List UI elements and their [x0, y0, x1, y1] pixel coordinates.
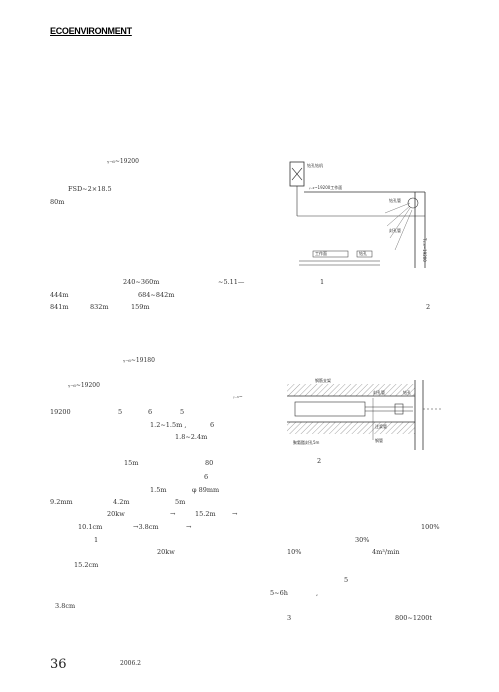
figure-caption-top: 2 [426, 303, 431, 311]
fig2-label-e: 钢管 [375, 437, 383, 443]
fig1-label-a: 钻孔钻机 [307, 162, 323, 168]
fig1-label-g: T₁₋₆~19200 [422, 237, 427, 262]
text-line: → [186, 523, 192, 531]
text-line: 1 [94, 536, 99, 544]
fig2-label-d: 注浆管 [375, 423, 387, 429]
text-line: 20kw [157, 548, 175, 556]
text-line: 6 [204, 473, 209, 481]
text-line: → [170, 510, 176, 518]
text-line: 10.1cm [78, 523, 103, 531]
text-line: 80 [205, 459, 214, 467]
text-line: 684~842m [138, 291, 175, 299]
figure-1-caption: 1 [320, 278, 325, 286]
page-number: 36 [50, 657, 67, 672]
fig1-label-d: 封孔管 [389, 227, 401, 233]
text-line: φ 89mm [192, 486, 220, 494]
text-line: 240~360m [123, 278, 160, 286]
text-line: , [316, 589, 319, 597]
text-line: 5 [344, 576, 349, 584]
text-line: 6 [210, 421, 215, 429]
fig1-label-b: ᵧ₋₆~19200工作面 [309, 184, 342, 190]
text-line: 10% [287, 548, 302, 556]
figure-2-sealing-structure: 钢筋支架 封孔管 钻孔 注浆管 钢管 聚氨酯封孔5m [287, 377, 443, 450]
text-line: 841m [50, 303, 69, 311]
figure-1-drilling-layout: 钻孔钻机 ᵧ₋₆~19200工作面 钻孔管 封孔管 工作面 钻孔 T₁₋₆~19… [289, 161, 427, 268]
text-line: 4.2m [113, 498, 130, 506]
fig1-label-e: 工作面 [315, 250, 327, 256]
text-line: ~5.11— [218, 278, 245, 286]
text-line: 9.2mm [50, 498, 73, 506]
text-line: 832m [90, 303, 109, 311]
text-line: 3 [287, 614, 292, 622]
text-line: 444m [50, 291, 69, 299]
text-line: 159m [131, 303, 150, 311]
text-line: 30% [355, 536, 370, 544]
text-line: 1.5m [150, 486, 167, 494]
text-line: 5 [118, 408, 123, 416]
text-line: 80m [50, 198, 65, 206]
text-line: 1.8~2.4m [175, 433, 208, 441]
text-line: ᵧ₋₆~ [233, 395, 243, 400]
text-line: 5 [180, 408, 185, 416]
fig2-label-c: 钻孔 [403, 389, 411, 395]
figure-2-caption: 2 [317, 457, 322, 465]
fig1-label-c: 钻孔管 [389, 197, 401, 203]
text-line: ᵧ₋₆~19200 [107, 158, 139, 165]
text-line: 6 [148, 408, 153, 416]
text-line: 20kw [107, 510, 125, 518]
fig2-label-f: 聚氨酯封孔5m [293, 439, 320, 445]
fig2-label-a: 钢筋支架 [315, 377, 331, 383]
text-line: 5m [175, 498, 186, 506]
issue-date: 2006.2 [120, 660, 141, 667]
text-line: 15.2cm [74, 561, 99, 569]
text-line: ᵧ₋₆~19200 [68, 382, 100, 389]
text-line: ᵧ₋₆~19180 [123, 357, 155, 364]
text-line: 1.2~1.5m , [150, 421, 187, 429]
text-line: 19200 [50, 408, 71, 416]
text-line: 4m³/min [372, 548, 400, 556]
journal-brand: ECOENVIRONMENT [50, 26, 132, 36]
text-line: 100% [421, 523, 440, 531]
text-line: 15m [124, 459, 139, 467]
text-line: 15.2m [195, 510, 216, 518]
text-line: 5~6h [270, 589, 288, 597]
fig2-label-b: 封孔管 [373, 389, 385, 395]
text-line: 800~1200t [395, 614, 433, 622]
fig1-label-f: 钻孔 [359, 250, 367, 256]
text-line: 3.8cm [55, 602, 76, 610]
text-line: FSD~2×18.5 [68, 185, 112, 193]
text-line: →3.8cm [133, 523, 159, 531]
text-line: → [232, 510, 238, 518]
